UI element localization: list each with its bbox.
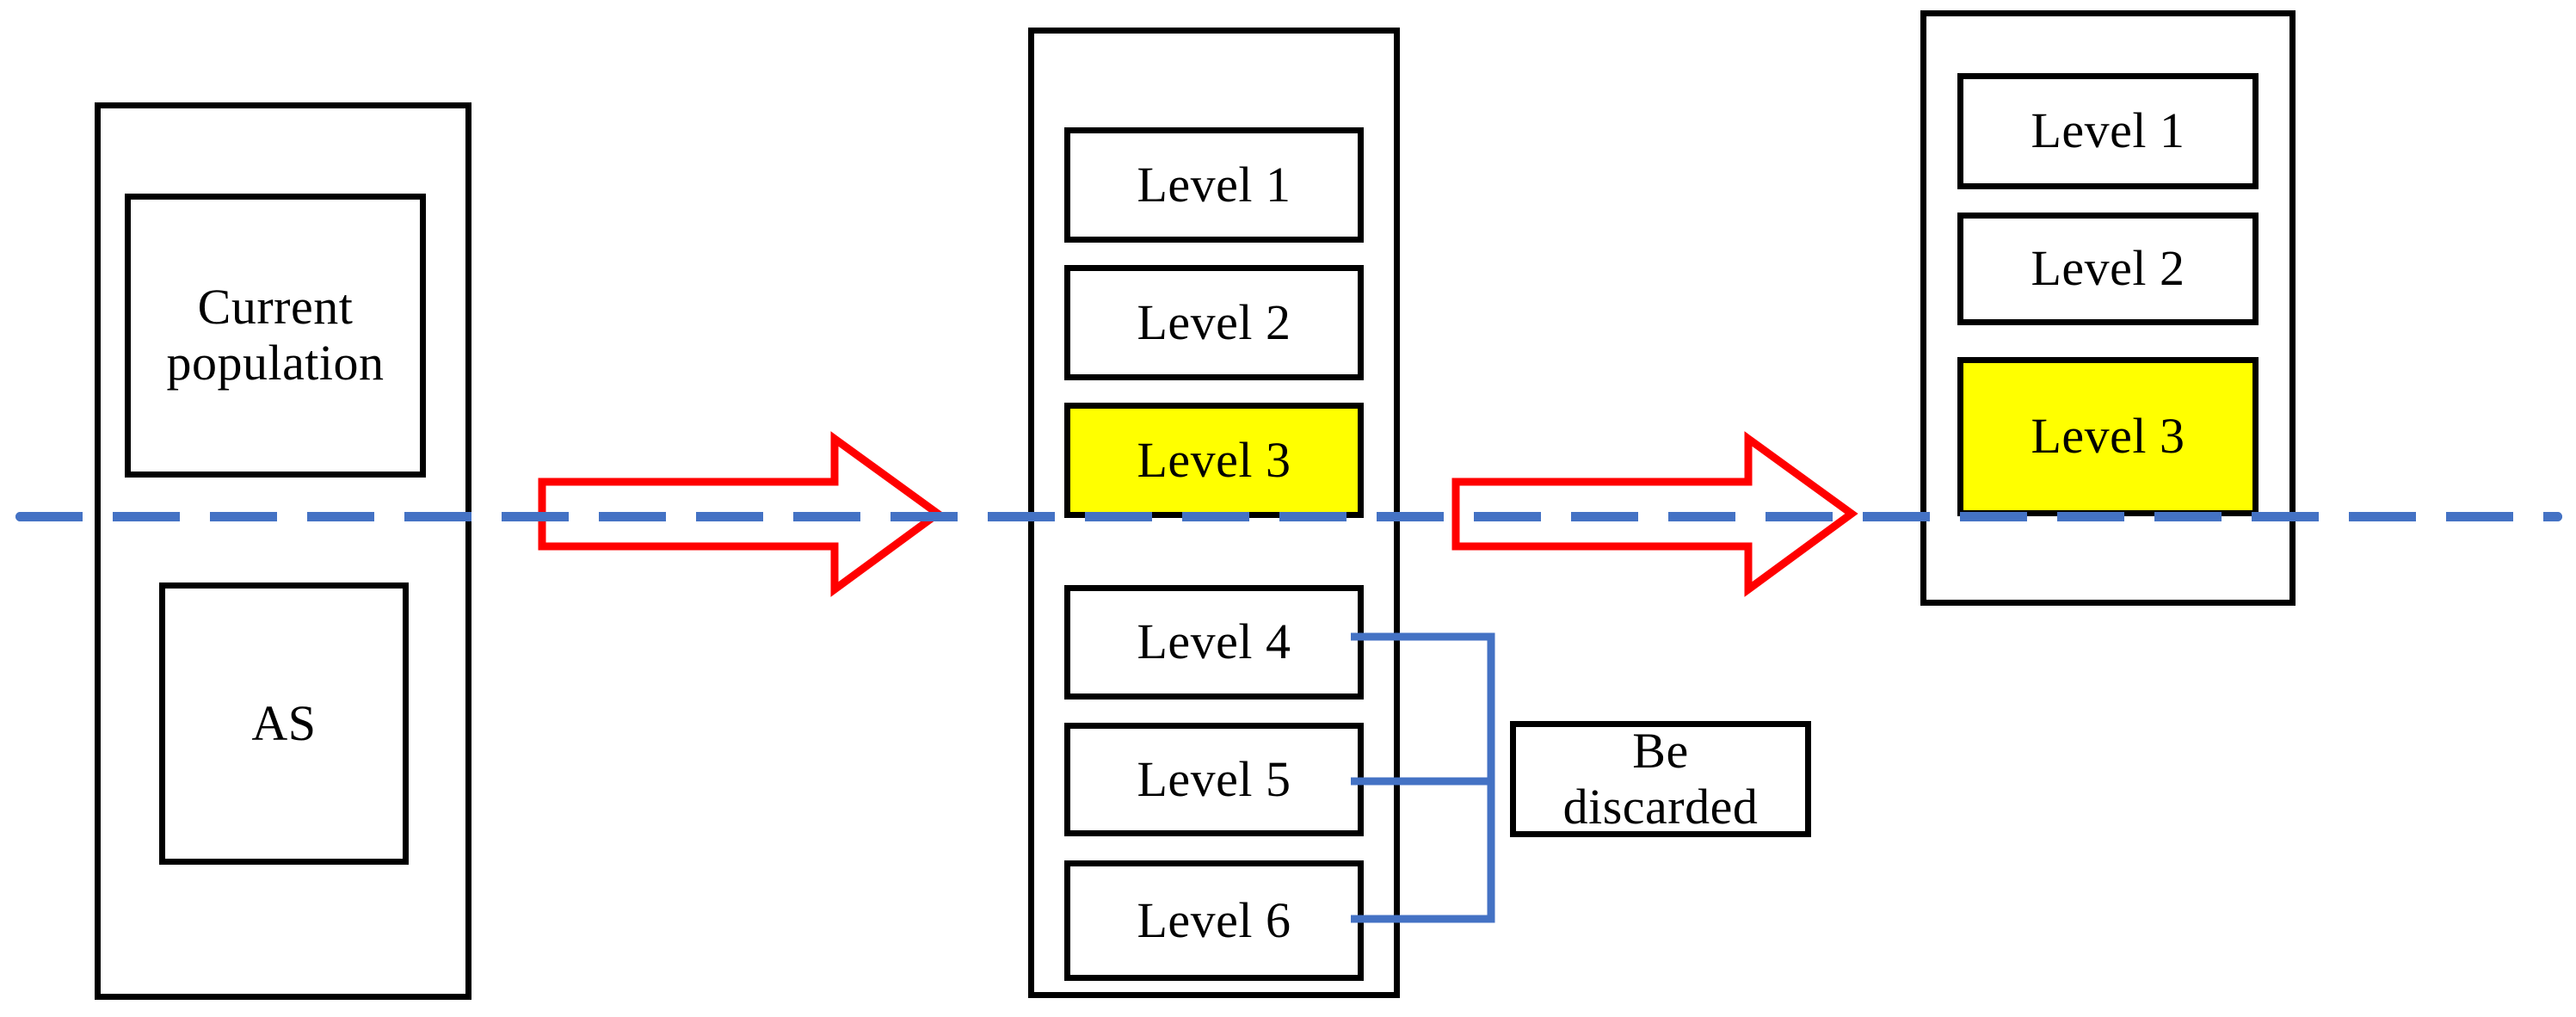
arrow-shape	[1451, 431, 1858, 597]
level-box-label: Level 2	[1137, 293, 1291, 350]
arrow-shape	[538, 431, 945, 597]
connector-path	[1351, 632, 1495, 923]
level-box-label: Level 3	[2031, 408, 2185, 465]
arrow-middle-to-right	[1451, 431, 1858, 597]
retained-levels-panel	[1920, 10, 2296, 606]
arrow-left-to-middle	[538, 431, 945, 597]
retained-level-box-3[interactable]: Level 3	[1957, 357, 2259, 516]
level-box-label: Level 1	[1137, 156, 1291, 213]
level-box-label: Level 1	[2031, 102, 2185, 159]
level-box-label: Level 3	[1137, 431, 1291, 488]
level-box-3[interactable]: Level 3	[1064, 403, 1364, 518]
current-population-box[interactable]: Current population	[125, 194, 426, 478]
level-box-label: Level 6	[1137, 891, 1291, 948]
level-box-6[interactable]: Level 6	[1064, 860, 1364, 981]
retained-level-box-2[interactable]: Level 2	[1957, 213, 2259, 325]
level-box-label: Level 4	[1137, 613, 1291, 670]
level-box-1[interactable]: Level 1	[1064, 127, 1364, 243]
current-population-label: Current population	[166, 279, 385, 391]
level-box-2[interactable]: Level 2	[1064, 265, 1364, 380]
be-discarded-label: Be discarded	[1562, 722, 1759, 835]
level-box-5[interactable]: Level 5	[1064, 723, 1364, 836]
retained-level-box-1[interactable]: Level 1	[1957, 73, 2259, 189]
be-discarded-box[interactable]: Be discarded	[1510, 721, 1811, 837]
threshold-dashed-line-overlay	[15, 512, 2562, 521]
source-panel	[95, 102, 471, 1000]
level-box-label: Level 2	[2031, 240, 2185, 297]
discard-connector	[1351, 632, 1495, 923]
as-box[interactable]: AS	[159, 582, 409, 865]
as-label: AS	[251, 694, 317, 751]
level-box-label: Level 5	[1137, 750, 1291, 807]
level-box-4[interactable]: Level 4	[1064, 585, 1364, 700]
